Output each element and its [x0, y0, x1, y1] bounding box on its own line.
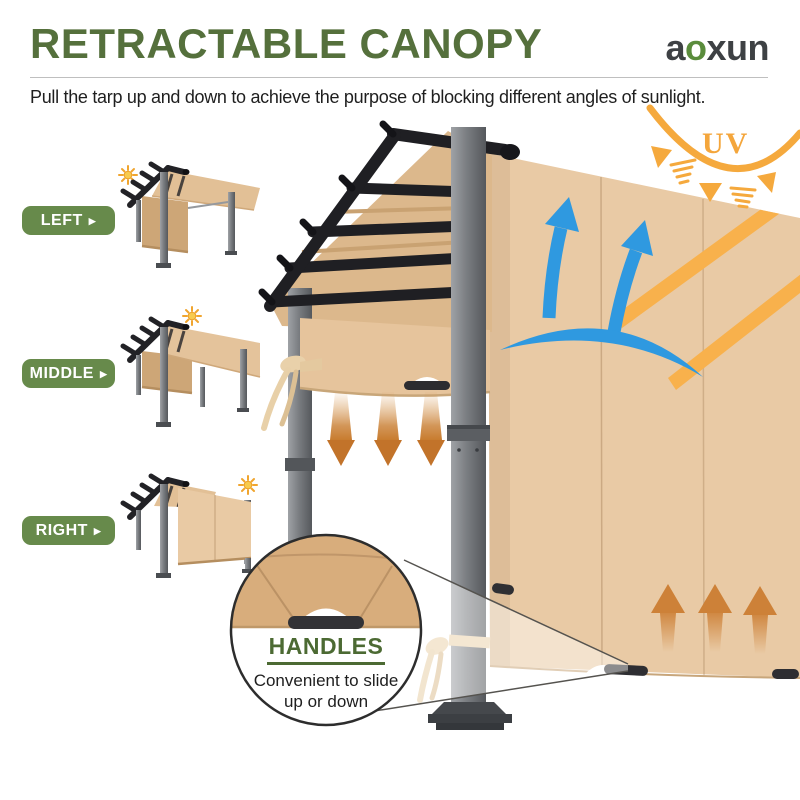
sun-icon-middle [182, 306, 202, 326]
panel-handle [492, 583, 799, 679]
small-pergola-left [120, 161, 260, 268]
canopy-side-panel [488, 153, 800, 679]
canopy-flap [261, 318, 491, 431]
chevron-right-icon: ▶ [93, 525, 102, 536]
brand-logo: aoxun [665, 27, 769, 69]
small-pergola-right [120, 473, 254, 578]
handles-inset-circle [229, 533, 423, 727]
chevron-right-icon: ▶ [88, 215, 97, 226]
header-divider [30, 77, 768, 78]
page-title: RETRACTABLE CANOPY [30, 20, 543, 67]
position-button-middle[interactable]: MIDDLE ▶ [22, 359, 115, 388]
logo-rest: xun [706, 27, 769, 68]
small-pergola-middle [120, 316, 261, 427]
position-button-left[interactable]: LEFT ▶ [22, 206, 115, 235]
logo-accent: o [684, 27, 707, 68]
down-airflow-arrows [327, 392, 445, 466]
up-airflow-arrows [651, 584, 777, 654]
handles-line1: Convenient to slide [253, 670, 399, 690]
reflect-swoosh [500, 328, 703, 377]
uv-reflect-arrows [500, 197, 703, 377]
sun-icon-right [238, 475, 258, 495]
main-pergola [258, 120, 800, 730]
sun-icon-left [118, 165, 138, 185]
front-post [417, 127, 512, 730]
position-button-right[interactable]: RIGHT ▶ [22, 516, 115, 545]
ribbon-tie-left [261, 355, 322, 431]
ribbon-tie-post [417, 634, 491, 703]
button-label: MIDDLE [29, 364, 94, 382]
button-label: RIGHT [35, 521, 88, 539]
handles-line2: up or down [283, 692, 369, 711]
uv-sun-arc-icon [646, 104, 800, 209]
rafters [258, 120, 520, 312]
uv-ray-stripes [614, 191, 800, 390]
logo-first: a [665, 27, 685, 68]
header-subtitle: Pull the tarp up and down to achieve the… [30, 87, 706, 107]
uv-label: UV [702, 127, 750, 160]
button-label: LEFT [40, 211, 83, 229]
handles-heading: HANDLES [266, 632, 386, 665]
chevron-right-icon: ▶ [99, 368, 108, 379]
callout-lines [367, 559, 629, 713]
handles-callout-text: HANDLES Convenient to slide up or down [240, 632, 412, 712]
inset-handle [288, 616, 364, 629]
